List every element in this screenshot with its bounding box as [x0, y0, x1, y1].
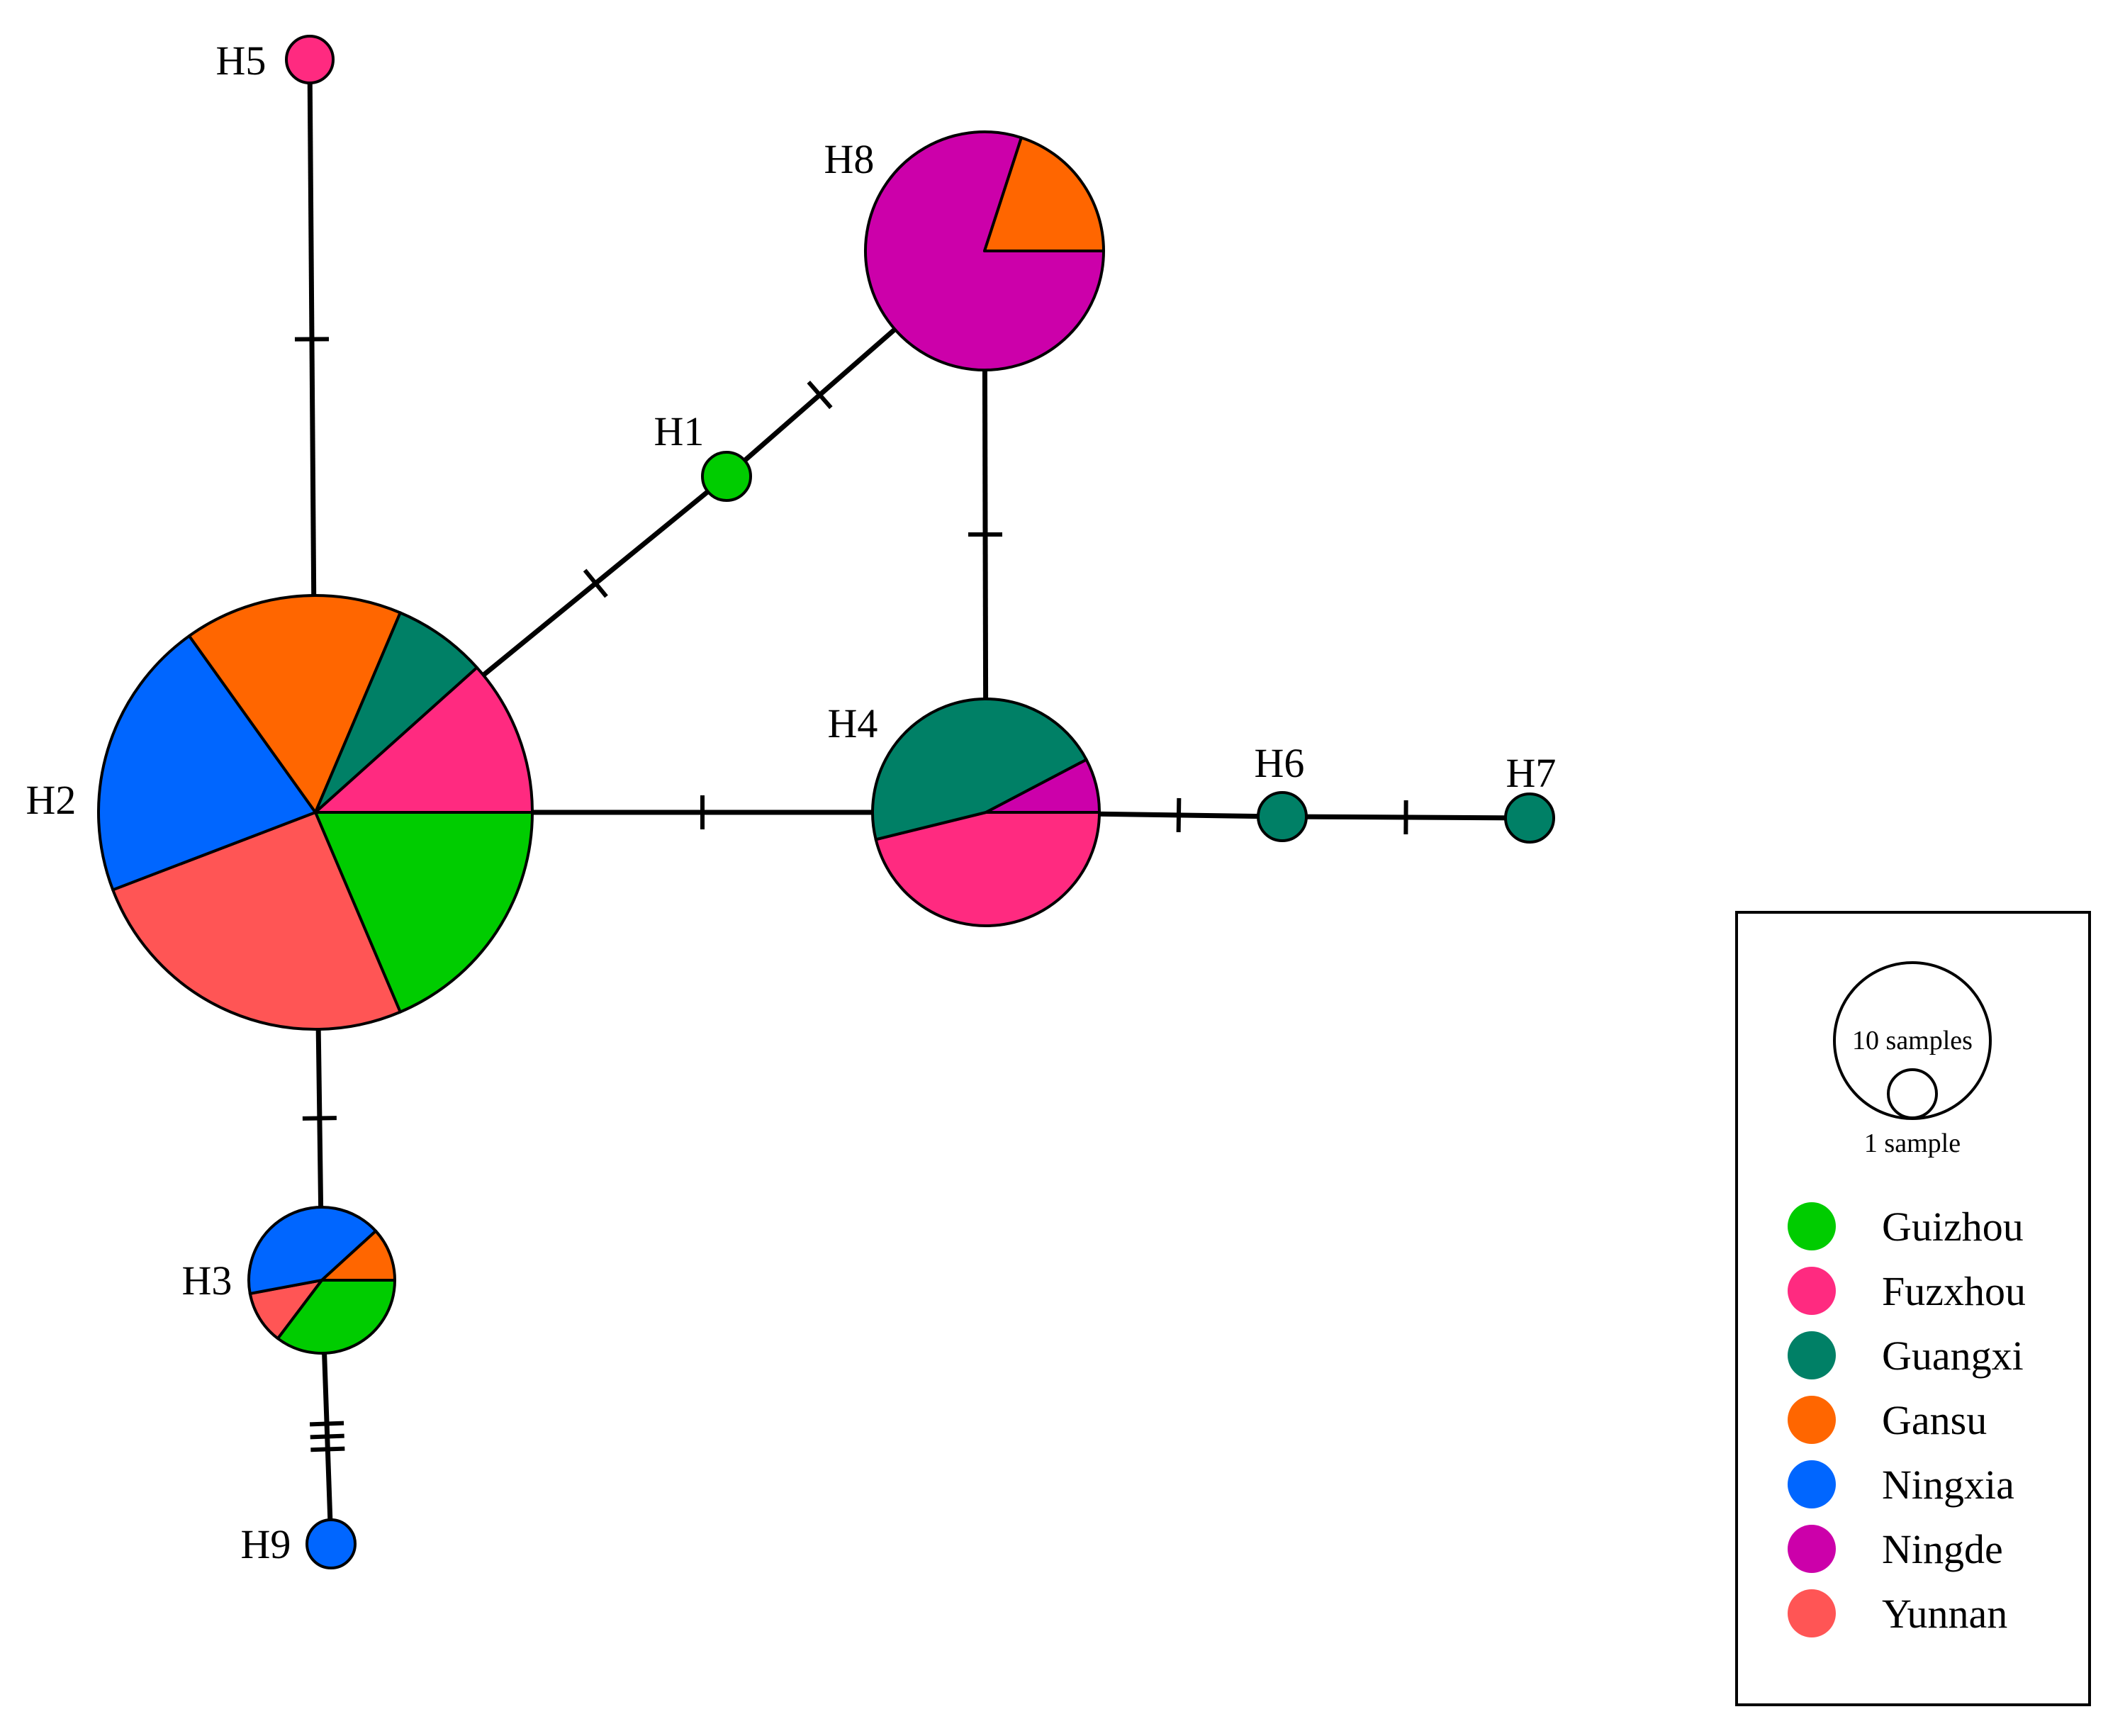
haplotype-label-h2: H2	[26, 777, 77, 823]
legend-swatch-gansu	[1788, 1396, 1836, 1444]
pie-slice-fuzxhou	[285, 35, 335, 84]
haplotype-node-h8	[864, 130, 1105, 371]
mutation-tick	[302, 1116, 337, 1121]
haplotype-node-h6	[1257, 791, 1308, 842]
pie-slice-gansu	[187, 594, 402, 814]
pie-slice-ningxia	[305, 1518, 357, 1569]
haplotype-label-h1: H1	[654, 408, 705, 454]
pie-slice-guangxi	[314, 611, 478, 814]
haplotype-node-h3	[247, 1206, 396, 1355]
haplotype-node-h2	[97, 594, 534, 1031]
haplotype-node-h1	[701, 451, 752, 502]
legend-swatch-ningde	[1788, 1525, 1836, 1573]
haplotype-node-h9	[305, 1518, 357, 1569]
legend: 10 samples 1 sample GuizhouFuzxhouGuangx…	[1735, 911, 2091, 1706]
pie-slice-guangxi	[871, 698, 1088, 841]
mutation-tick	[310, 1446, 345, 1452]
mutation-tick	[583, 569, 608, 598]
haplotype-node-h5	[285, 35, 335, 84]
haplotype-nodes	[97, 35, 1555, 1569]
pie-slice-yunnan	[111, 811, 402, 1031]
haplotype-label-h8: H8	[824, 136, 875, 182]
pie-slice-fuzxhou	[314, 666, 534, 814]
legend-label-yunnan: Yunnan	[1882, 1591, 2007, 1637]
mutation-tick	[807, 381, 833, 410]
legend-label-guangxi: Guangxi	[1882, 1333, 2024, 1379]
scale-circle-small	[1887, 1068, 1938, 1119]
haplotype-label-h6: H6	[1255, 740, 1305, 786]
haplotype-label-h4: H4	[828, 700, 878, 746]
haplotype-label-h9: H9	[241, 1521, 291, 1567]
haplotype-label-h7: H7	[1506, 750, 1557, 796]
legend-label-gansu: Gansu	[1882, 1397, 1987, 1443]
legend-swatch-fuzxhou	[1788, 1267, 1836, 1315]
legend-swatch-ningxia	[1788, 1460, 1836, 1508]
mutation-tick	[309, 1421, 344, 1427]
legend-swatch-guizhou	[1788, 1202, 1836, 1250]
pie-slice-guizhou	[314, 811, 534, 1014]
pie-slice-guizhou	[276, 1279, 396, 1355]
haplotype-label-h3: H3	[182, 1258, 232, 1304]
pie-slice-fuzxhou	[874, 811, 1101, 927]
legend-entries: GuizhouFuzxhouGuangxiGansuNingxiaNingdeY…	[1788, 1202, 2026, 1637]
haplotype-label-h5: H5	[216, 38, 267, 84]
legend-label-guizhou: Guizhou	[1882, 1204, 2024, 1250]
legend-swatch-guangxi	[1788, 1331, 1836, 1379]
pie-slice-guizhou	[701, 451, 752, 502]
pie-slice-gansu	[983, 136, 1105, 252]
scale-label-small: 1 sample	[1864, 1129, 1961, 1158]
legend-label-ningxia: Ningxia	[1882, 1462, 2014, 1508]
pie-slice-ningxia	[97, 634, 317, 892]
pie-slice-gansu	[320, 1229, 396, 1282]
pie-slice-guangxi	[1504, 793, 1555, 844]
pie-slice-ningde	[864, 130, 1105, 371]
haplotype-node-h4	[871, 698, 1101, 927]
haplotype-node-h7	[1504, 793, 1555, 844]
pie-slice-ningde	[985, 758, 1101, 814]
legend-swatch-yunnan	[1788, 1589, 1836, 1637]
legend-label-ningde: Ningde	[1882, 1526, 2003, 1572]
pie-slice-yunnan	[248, 1279, 323, 1340]
pie-slice-ningxia	[247, 1206, 378, 1295]
pie-slice-guangxi	[1257, 791, 1308, 842]
scale-label-large: 10 samples	[1852, 1026, 1973, 1055]
mutation-tick	[310, 1433, 344, 1440]
legend-label-fuzxhou: Fuzxhou	[1882, 1268, 2026, 1314]
